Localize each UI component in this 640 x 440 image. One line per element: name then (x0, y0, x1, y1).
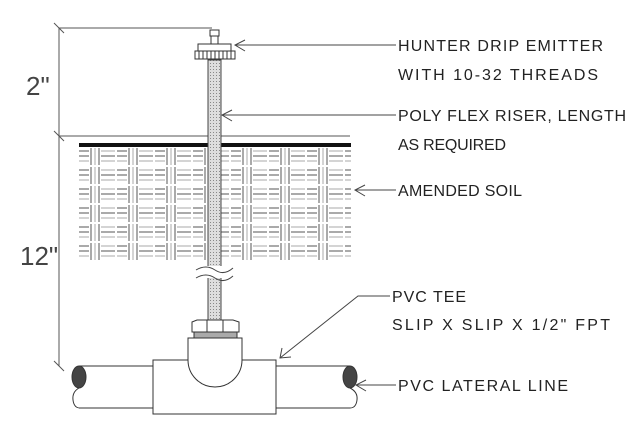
drip-emitter (194, 29, 236, 60)
label-riser-line2: AS REQUIRED (398, 137, 506, 154)
label-soil: AMENDED SOIL (398, 183, 522, 200)
label-tee-line1: PVC TEE (392, 289, 466, 306)
label-tee-line2: SLIP X SLIP X 1/2" FPT (392, 317, 610, 334)
poly-flex-riser (195, 59, 234, 323)
leader-lines (220, 39, 396, 392)
pvc-lateral-line (71, 365, 358, 409)
label-lateral: PVC LATERAL LINE (398, 378, 568, 395)
dimension-2-inch: 2" (26, 71, 50, 101)
dimension-lines (53, 22, 350, 372)
label-riser-line1: POLY FLEX RISER, LENGTH (398, 108, 626, 125)
pvc-tee (152, 319, 277, 415)
dimension-12-inch: 12" (20, 241, 58, 271)
label-emitter-line1: HUNTER DRIP EMITTER (398, 38, 603, 55)
label-emitter-line2: WITH 10-32 THREADS (398, 67, 598, 84)
